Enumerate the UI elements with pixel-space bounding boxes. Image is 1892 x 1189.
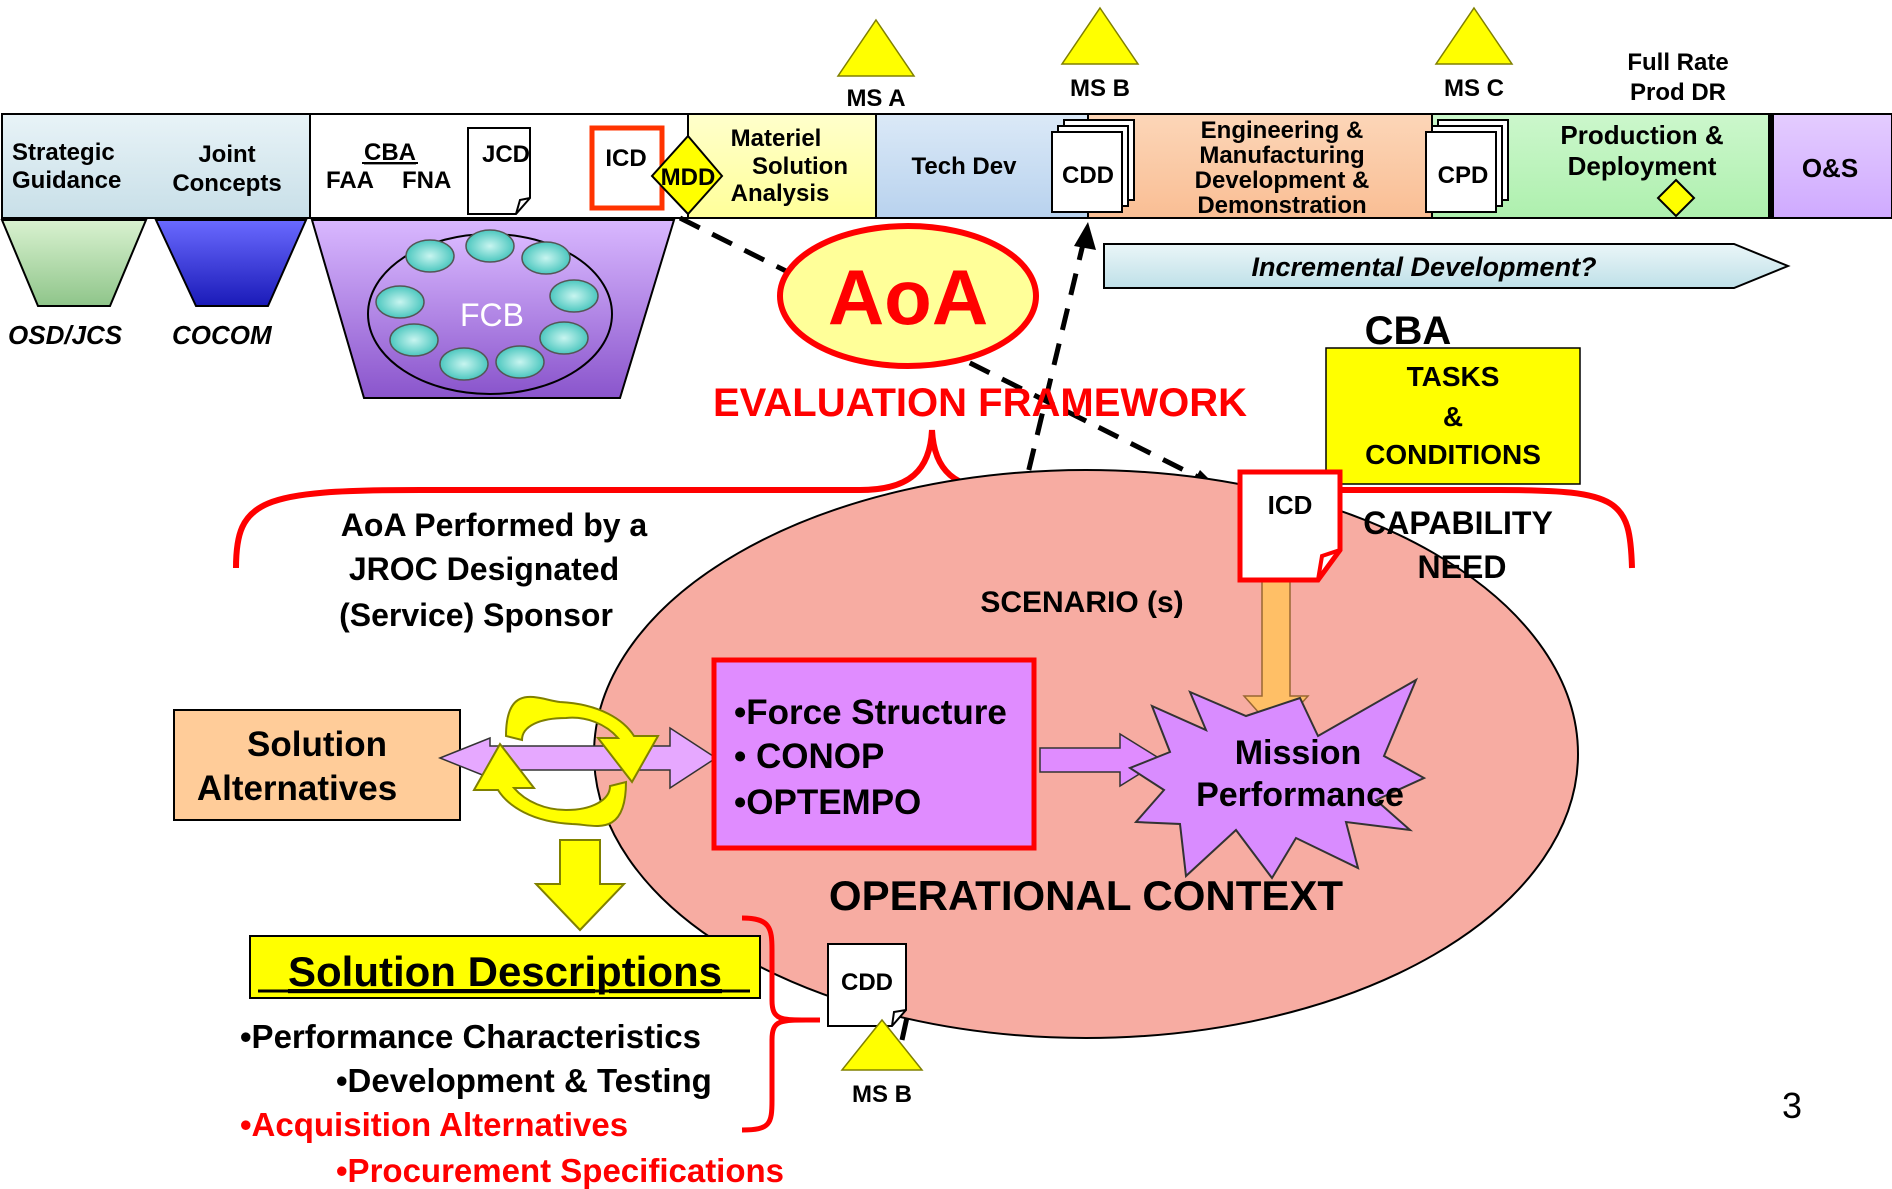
emd-label: Engineering & [1201, 117, 1364, 144]
force-structure-label: •Force Structure [734, 693, 1007, 732]
emd-label-2: Manufacturing [1199, 142, 1364, 169]
mdd-label: MDD [661, 164, 716, 191]
tech-dev-label: Tech Dev [912, 153, 1018, 180]
milestone-ms-b-bottom [840, 1018, 924, 1071]
strategic-guidance-label-2: Guidance [12, 167, 121, 194]
emd-label-4: Demonstration [1197, 192, 1366, 219]
icd-document-icon [589, 125, 665, 211]
tasks-conditions-label: CONDITIONS [1365, 439, 1541, 470]
performance-characteristics-label: •Performance Characteristics [240, 1018, 701, 1055]
msa-label: Materiel [731, 125, 822, 152]
cdd-documents-icon [1051, 119, 1135, 213]
osd-jcs-label: OSD/JCS [8, 320, 123, 350]
aoa-label: AoA [828, 253, 988, 341]
procurement-specifications-label: •Procurement Specifications [336, 1152, 784, 1189]
cba-label: CBA [364, 139, 416, 166]
optempo-label: •OPTEMPO [734, 783, 921, 822]
page-number: 3 [1782, 1085, 1802, 1126]
cpd-label: CPD [1438, 162, 1489, 189]
faa-label: FAA [326, 167, 374, 194]
mission-performance-burst [1127, 677, 1427, 880]
sponsor-label-3: (Service) Sponsor [339, 597, 613, 633]
solution-brace [741, 915, 821, 1133]
os-label: O&S [1802, 153, 1858, 183]
solution-alternatives-box [173, 709, 461, 821]
fcb-funnel: FCB [310, 219, 676, 399]
fcb-seal-icons [375, 229, 599, 381]
ms-b-bottom-label: MS B [852, 1081, 912, 1108]
solution-descriptions-label: Solution Descriptions [288, 948, 722, 995]
icd-doc-label: ICD [1268, 490, 1313, 520]
ms-a-label: MS A [846, 85, 905, 112]
solution-alternatives-label: Solution [247, 725, 387, 764]
development-testing-label: •Development & Testing [336, 1062, 712, 1099]
cycle-arrows-icon [472, 695, 660, 828]
force-structure-box [711, 657, 1037, 851]
cdd-bottom-document-icon [827, 943, 907, 1027]
frp-diamond-icon [1656, 178, 1696, 218]
full-rate-label: Full Rate [1627, 49, 1728, 76]
jcd-label: JCD [482, 141, 530, 168]
icd-red-document-icon [1237, 469, 1343, 583]
sponsor-label: AoA Performed by a [341, 507, 648, 543]
tasks-label: TASKS [1407, 361, 1500, 392]
full-rate-label-2: Prod DR [1630, 79, 1726, 106]
sponsor-label-2: JROC Designated [349, 551, 619, 587]
acquisition-alternatives-label: •Acquisition Alternatives [240, 1106, 628, 1143]
capability-need-label-2: NEED [1418, 549, 1507, 585]
mission-label-2: Performance [1196, 776, 1404, 814]
conop-label: • CONOP [734, 737, 884, 776]
emd-label-3: Development & [1195, 167, 1370, 194]
down-yellow-arrow [533, 839, 627, 932]
fcb-label: FCB [460, 297, 524, 333]
evaluation-framework-brace [233, 429, 1635, 569]
mission-label: Mission [1235, 734, 1362, 772]
solution-alternatives-label-2: Alternatives [197, 769, 397, 808]
evaluation-framework-label: EVALUATION FRAMEWORK [713, 381, 1247, 425]
joint-concepts-label-2: Concepts [172, 170, 281, 197]
tasks-conditions-box [1325, 347, 1581, 485]
cocom-label: COCOM [172, 320, 273, 350]
scenario-label: SCENARIO (s) [980, 586, 1183, 619]
aoa-ellipse [777, 223, 1039, 369]
incremental-development-label: Incremental Development? [1251, 252, 1596, 282]
production-label: Production & [1560, 120, 1723, 150]
cocom-funnel [154, 219, 308, 307]
fna-label: FNA [402, 167, 451, 194]
icd-label: ICD [605, 145, 646, 172]
solution-descriptions-box [249, 935, 761, 999]
cdd-label: CDD [1062, 162, 1114, 189]
ms-b-label: MS B [1070, 75, 1130, 102]
milestone-ms-b: MS B [1060, 6, 1140, 102]
incremental-development-arrow [1103, 243, 1791, 289]
cpd-documents-icon [1425, 119, 1509, 213]
milestone-ms-a: MS A [836, 18, 916, 112]
production-label-2: Deployment [1568, 151, 1717, 181]
joint-concepts-label: Joint [198, 141, 255, 168]
operational-context-label: OPERATIONAL CONTEXT [829, 872, 1343, 919]
mdd-diamond-icon [650, 134, 724, 216]
ms-c-label: MS C [1444, 75, 1504, 102]
tasks-amp-label: & [1443, 401, 1463, 432]
cba-top-label: CBA [1365, 309, 1452, 353]
msa-label-2: Solution [752, 153, 848, 180]
capability-need-label: CAPABILITY [1363, 505, 1553, 541]
phase-bar: Strategic Guidance Joint Concepts CBA FA… [1, 113, 1892, 219]
osd-jcs-funnel [0, 219, 148, 307]
cdd-bottom-label: CDD [841, 969, 893, 996]
jcd-document-icon [467, 127, 531, 215]
milestone-ms-c: MS C [1434, 6, 1514, 102]
strategic-guidance-label: Strategic [12, 139, 115, 166]
msa-label-3: Analysis [731, 180, 830, 207]
